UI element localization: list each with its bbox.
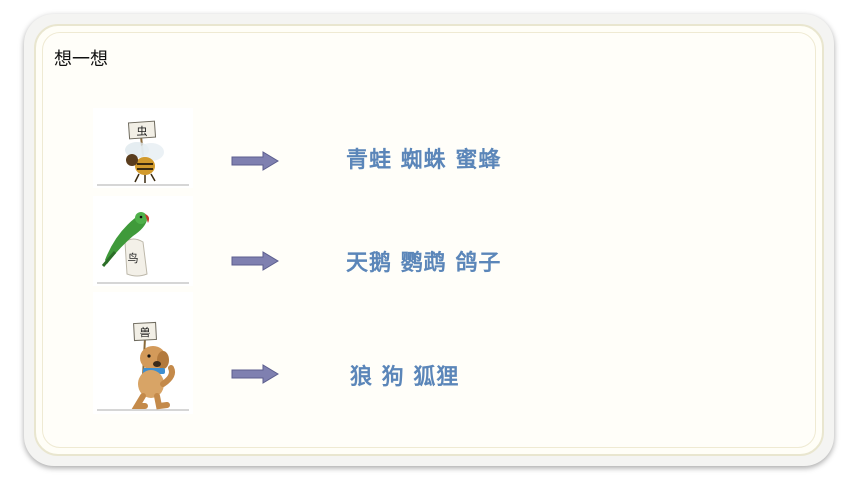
page-title: 想一想 [54, 49, 108, 70]
parrot-with-sign-icon: 鸟 [97, 212, 189, 284]
bee-holding-sign-icon: 虫 [97, 120, 189, 186]
card-border [34, 24, 824, 456]
bee-sign-text: 虫 [137, 125, 148, 138]
word-group-beasts: 狼 狗 狐狸 [350, 364, 460, 390]
slide-frame [24, 14, 834, 466]
bee-image: 虫 [93, 108, 193, 188]
word-group-birds: 天鹅 鹦鹉 鸽子 [346, 250, 502, 276]
parrot-image: 鸟 [93, 196, 193, 286]
parrot-sign-text: 鸟 [128, 251, 139, 265]
arrow-3-icon [231, 364, 279, 384]
dog-holding-sign-icon: 兽 [97, 321, 189, 411]
arrow-2-icon [231, 251, 279, 271]
dog-sign-text: 兽 [140, 325, 151, 339]
dog-image: 兽 [93, 292, 193, 414]
arrow-1-icon [231, 151, 279, 171]
word-group-insects: 青蛙 蜘蛛 蜜蜂 [346, 147, 502, 173]
